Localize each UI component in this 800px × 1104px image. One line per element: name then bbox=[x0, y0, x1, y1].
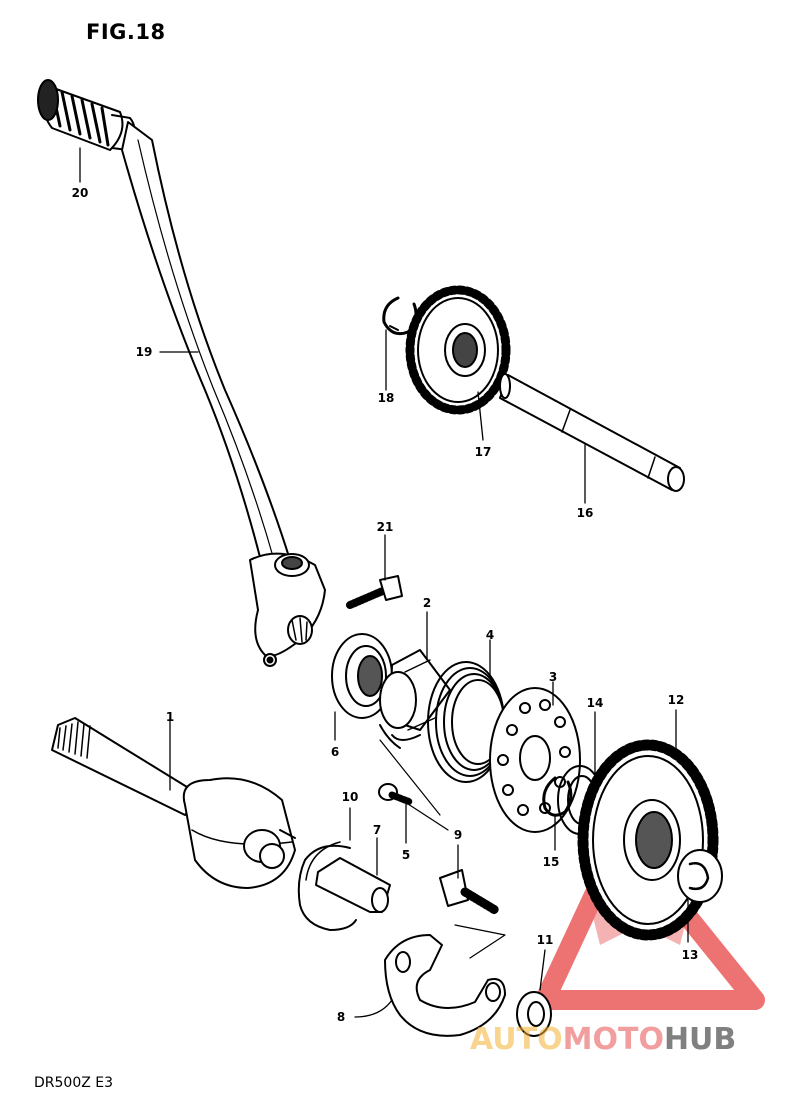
callout-12: 12 bbox=[667, 693, 685, 707]
callout-6: 6 bbox=[330, 745, 340, 759]
part-1-kick-shaft bbox=[51, 717, 296, 889]
assembly-lines bbox=[379, 739, 506, 959]
model-code: DR500Z E3 bbox=[34, 1075, 114, 1091]
part-2-kick-drive bbox=[379, 649, 451, 749]
callout-9: 9 bbox=[453, 828, 463, 842]
callout-13: 13 bbox=[681, 948, 699, 962]
callout-1: 1 bbox=[165, 710, 175, 724]
part-13-circlip bbox=[677, 849, 723, 903]
part-17-idle-gear bbox=[405, 285, 511, 415]
callout-17: 17 bbox=[474, 445, 492, 459]
part-21-bolt bbox=[346, 575, 403, 609]
callout-18: 18 bbox=[377, 391, 395, 405]
callout-15: 15 bbox=[542, 855, 560, 869]
part-15-circlip bbox=[542, 776, 573, 817]
callout-20: 20 bbox=[71, 186, 89, 200]
callout-21: 21 bbox=[376, 520, 394, 534]
callout-3: 3 bbox=[548, 670, 558, 684]
watermark-text: AUTOMOTOHUB bbox=[470, 1022, 736, 1057]
part-16-idle-shaft bbox=[499, 373, 685, 492]
part-10-spring bbox=[297, 841, 357, 931]
watermark-hub: HUB bbox=[663, 1022, 737, 1057]
part-11-washer bbox=[516, 991, 552, 1037]
callout-14: 14 bbox=[586, 696, 604, 710]
callout-19: 19 bbox=[135, 345, 153, 359]
part-8-stopper-plate bbox=[384, 934, 506, 1037]
callout-4: 4 bbox=[485, 628, 495, 642]
callout-16: 16 bbox=[576, 506, 594, 520]
figure-title: FIG.18 bbox=[86, 20, 166, 44]
callout-10: 10 bbox=[341, 790, 359, 804]
callout-8: 8 bbox=[336, 1010, 346, 1024]
callout-5: 5 bbox=[401, 848, 411, 862]
watermark-auto: AUTO bbox=[470, 1022, 563, 1057]
part-5-screw bbox=[378, 783, 414, 806]
callout-11: 11 bbox=[536, 933, 554, 947]
part-12-idle-gear bbox=[577, 739, 719, 941]
part-7-stopper bbox=[315, 857, 391, 913]
callout-2: 2 bbox=[422, 596, 432, 610]
callout-7: 7 bbox=[372, 823, 382, 837]
watermark-moto: MOTO bbox=[562, 1022, 664, 1057]
leader-lines bbox=[79, 147, 689, 1018]
part-9-bolt bbox=[439, 869, 500, 915]
part-20-lever-grip bbox=[37, 79, 136, 151]
part-19-kick-lever bbox=[121, 121, 326, 667]
